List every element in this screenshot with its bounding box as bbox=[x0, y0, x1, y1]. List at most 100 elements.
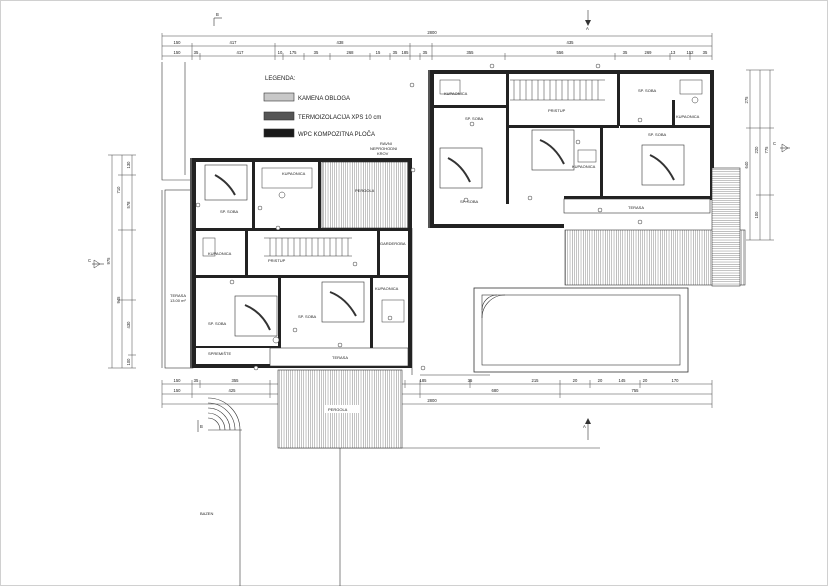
room-label: PRISTUP bbox=[548, 108, 566, 113]
room-label: GARDEROBA bbox=[380, 241, 406, 246]
pergola-bottom-label: PERGOLA bbox=[328, 407, 348, 412]
pool bbox=[473, 287, 689, 373]
legend-title: LEGENDA: bbox=[265, 76, 296, 82]
pergola-left-label: PERGOLA bbox=[355, 188, 375, 193]
dim-right-3: 640 bbox=[744, 161, 749, 169]
section-a-bottom: A bbox=[583, 424, 586, 429]
dim-top-r2-16: 152 bbox=[687, 50, 695, 55]
dim-top-r2-3: 10 bbox=[278, 50, 283, 55]
dim-left-1: 578 bbox=[126, 201, 131, 209]
legend-swatch-wpc bbox=[263, 128, 295, 138]
legend-label-wpc: WPC KOMPOZITNA PLOČA bbox=[298, 131, 375, 138]
dim-bot-total: 2800 bbox=[427, 398, 437, 403]
section-b-bottom: B bbox=[200, 424, 203, 429]
room-label: PRISTUP bbox=[268, 258, 286, 263]
dim-top-r2-12: 556 bbox=[557, 50, 565, 55]
dim-top-r2-17: 35 bbox=[703, 50, 708, 55]
pergola-left bbox=[321, 161, 409, 229]
dim-bot-r1-8: 20 bbox=[573, 378, 578, 383]
dim-top-r2-9: 185 bbox=[402, 50, 410, 55]
level-markers bbox=[195, 63, 643, 371]
dim-left-6: 100 bbox=[126, 358, 131, 366]
section-c-left: C bbox=[88, 258, 91, 263]
dim-top-r2-13: 35 bbox=[623, 50, 628, 55]
pergola-right-side bbox=[711, 167, 741, 287]
dim-top-r1-3: 435 bbox=[567, 40, 575, 45]
dim-top-r2-5: 35 bbox=[314, 50, 319, 55]
dim-top-r2-2: 417 bbox=[237, 50, 245, 55]
room-label: KUPAONICA bbox=[676, 114, 700, 119]
room-label: SP. SOBA bbox=[638, 88, 656, 93]
room-label: KUPAONICA bbox=[444, 91, 468, 96]
dim-top-r1-0: 150 bbox=[174, 40, 182, 45]
section-a-top: A bbox=[586, 26, 589, 31]
bottom-dimensions: 150 35 355 490 15 185 35 215 20 20 145 2… bbox=[161, 378, 713, 408]
pool-label: BAZEN bbox=[200, 511, 213, 516]
section-c-right: C bbox=[773, 141, 776, 146]
dim-top-r2-8: 35 bbox=[393, 50, 398, 55]
dim-bot-r2-4: 755 bbox=[632, 388, 640, 393]
roof-label-3: KROV bbox=[377, 151, 389, 156]
dim-right-4: 100 bbox=[754, 211, 759, 219]
legend-swatch-insulation bbox=[263, 111, 295, 121]
right-wing: KUPAONICA SP. SOBA PRISTUP SP. SOBA SP. … bbox=[428, 70, 714, 228]
terrace-bottom bbox=[269, 347, 409, 367]
room-label: SP. SOBA bbox=[208, 321, 226, 326]
dim-top-r1-1: 417 bbox=[230, 40, 238, 45]
room-label: KUPAONICA bbox=[375, 286, 399, 291]
dim-right-1: 275 bbox=[744, 96, 749, 104]
roof-label-2: NEPROHODNI bbox=[370, 146, 397, 151]
top-dimensions: 2800 150 417 438 435 150 35 417 10 175 3… bbox=[161, 30, 713, 60]
room-label: SP. SOBA bbox=[220, 209, 238, 214]
room-label: SP. SOBA bbox=[460, 199, 478, 204]
room-label: KUPAONICA bbox=[282, 171, 306, 176]
terrace-right-label: TERASA bbox=[628, 205, 644, 210]
room-label: SP. SOBA bbox=[648, 132, 666, 137]
legend-swatch-stone bbox=[263, 92, 295, 102]
dim-bot-r1-11: 20 bbox=[643, 378, 648, 383]
dim-left-3: 945 bbox=[116, 296, 121, 304]
dim-bot-r1-9: 20 bbox=[598, 378, 603, 383]
dim-right-0: 775 bbox=[764, 146, 769, 154]
dim-bot-r1-1: 35 bbox=[194, 378, 199, 383]
dim-bot-r1-10: 145 bbox=[619, 378, 627, 383]
right-dimensions: 275 640 220 775 100 bbox=[744, 69, 774, 241]
dim-top-r2-4: 175 bbox=[290, 50, 298, 55]
dim-top-r2-7: 15 bbox=[376, 50, 381, 55]
section-b-top: B bbox=[216, 12, 219, 17]
room-label: KUPAONICA bbox=[208, 251, 232, 256]
left-wing: TERASA 13.00 m² PERGOLA bbox=[164, 158, 412, 369]
dim-left-5: 430 bbox=[126, 321, 131, 329]
terrace-left-area: 13.00 m² bbox=[170, 298, 186, 303]
dim-bot-r1-12: 170 bbox=[672, 378, 680, 383]
left-dimensions: 975 945 710 130 578 430 100 bbox=[106, 154, 136, 369]
dim-left-2: 710 bbox=[116, 186, 121, 194]
dim-bot-r1-0: 150 bbox=[174, 378, 182, 383]
dim-top-r1-2: 438 bbox=[337, 40, 345, 45]
room-label: SP. SOBA bbox=[298, 314, 316, 319]
dim-top-r2-11: 355 bbox=[467, 50, 475, 55]
dim-top-r2-10: 35 bbox=[423, 50, 428, 55]
room-label: KUPAONICA bbox=[572, 164, 596, 169]
dim-bot-r2-3: 680 bbox=[492, 388, 500, 393]
dim-bot-r1-7: 215 bbox=[532, 378, 540, 383]
entry-steps bbox=[207, 397, 242, 431]
dim-left-0: 130 bbox=[126, 161, 131, 169]
dim-top-r2-1: 35 bbox=[194, 50, 199, 55]
dim-right-2: 220 bbox=[754, 146, 759, 154]
dim-bot-r2-0: 150 bbox=[174, 388, 182, 393]
dim-top-r2-0: 150 bbox=[174, 50, 182, 55]
dim-top-r2-15: 13 bbox=[671, 50, 676, 55]
legend-label-stone: KAMENA OBLOGA bbox=[298, 96, 350, 102]
legend-label-insulation: TERMOIZOLACIJA XPS 10 cm bbox=[298, 115, 381, 121]
dim-top-total: 2800 bbox=[427, 30, 437, 35]
roof-label-1: RAVNI bbox=[380, 141, 392, 146]
dim-top-r2-6: 268 bbox=[347, 50, 355, 55]
dim-left-total: 975 bbox=[106, 257, 111, 265]
dim-bot-r1-5: 185 bbox=[420, 378, 428, 383]
dim-bot-r1-2: 355 bbox=[232, 378, 240, 383]
dim-top-r2-14: 269 bbox=[645, 50, 653, 55]
terrace-left-label: TERASA bbox=[170, 293, 186, 298]
room-label: SP. SOBA bbox=[465, 116, 483, 121]
